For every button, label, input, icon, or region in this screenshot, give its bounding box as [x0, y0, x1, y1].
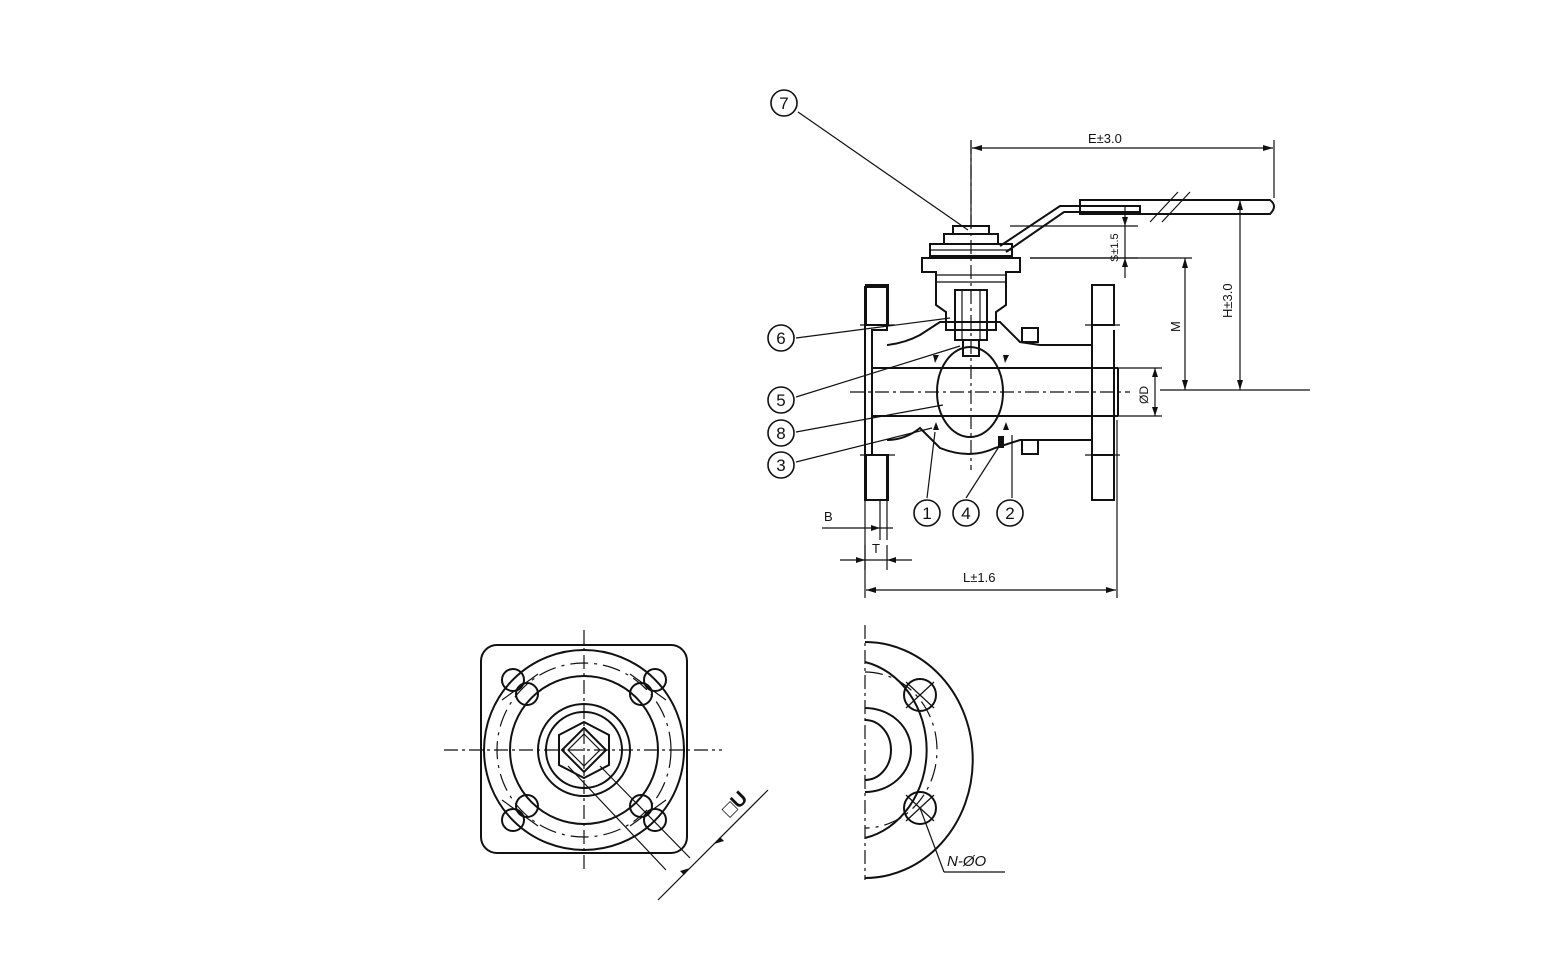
dim-s-label: S±1.5: [1109, 233, 1121, 262]
dim-h-label: H±3.0: [1220, 283, 1235, 318]
dim-m-label: M: [1168, 321, 1183, 332]
dim-d-label: ØD: [1137, 386, 1151, 404]
callout-3: 3: [767, 451, 795, 479]
callout-1-label: 1: [922, 504, 931, 523]
part-callouts: 7 6 5 8 3 1 4 2: [767, 89, 1024, 527]
callout-4-label: 4: [961, 504, 970, 523]
callout-7: 7: [770, 89, 798, 117]
callout-1: 1: [913, 499, 941, 527]
callout-5-label: 5: [776, 391, 785, 410]
callout-6-label: 6: [776, 329, 785, 348]
dim-e-label: E±3.0: [1088, 131, 1122, 146]
callout-3-label: 3: [776, 456, 785, 475]
bolt-slot-bottom-right: [629, 794, 667, 832]
front-view-dimensions: E±3.0 S±1.5 M H±3.0 ØD L±1.6: [822, 131, 1310, 598]
bolt-slot-bottom-left: [501, 794, 539, 832]
dim-n-o-label: N-ØO: [947, 853, 986, 870]
dim-u-label: □U: [718, 787, 752, 821]
callout-8: 8: [767, 419, 795, 447]
dim-l-label: L±1.6: [963, 570, 995, 585]
callout-6: 6: [767, 324, 795, 352]
valve-front-section-view: [850, 140, 1275, 501]
dim-t-label: T: [872, 541, 880, 556]
valve-top-view: □U: [444, 630, 769, 901]
valve-flange-side-view: N-ØO: [864, 625, 1005, 880]
callout-8-label: 8: [776, 424, 785, 443]
callout-2-label: 2: [1005, 504, 1014, 523]
callout-2: 2: [996, 499, 1024, 527]
callout-5: 5: [767, 386, 795, 414]
callout-4: 4: [952, 499, 980, 527]
callout-7-label: 7: [779, 94, 788, 113]
bolt-slot-top-left: [501, 668, 539, 706]
bolt-slot-top-right: [629, 668, 667, 706]
dim-b-label: B: [824, 509, 833, 524]
